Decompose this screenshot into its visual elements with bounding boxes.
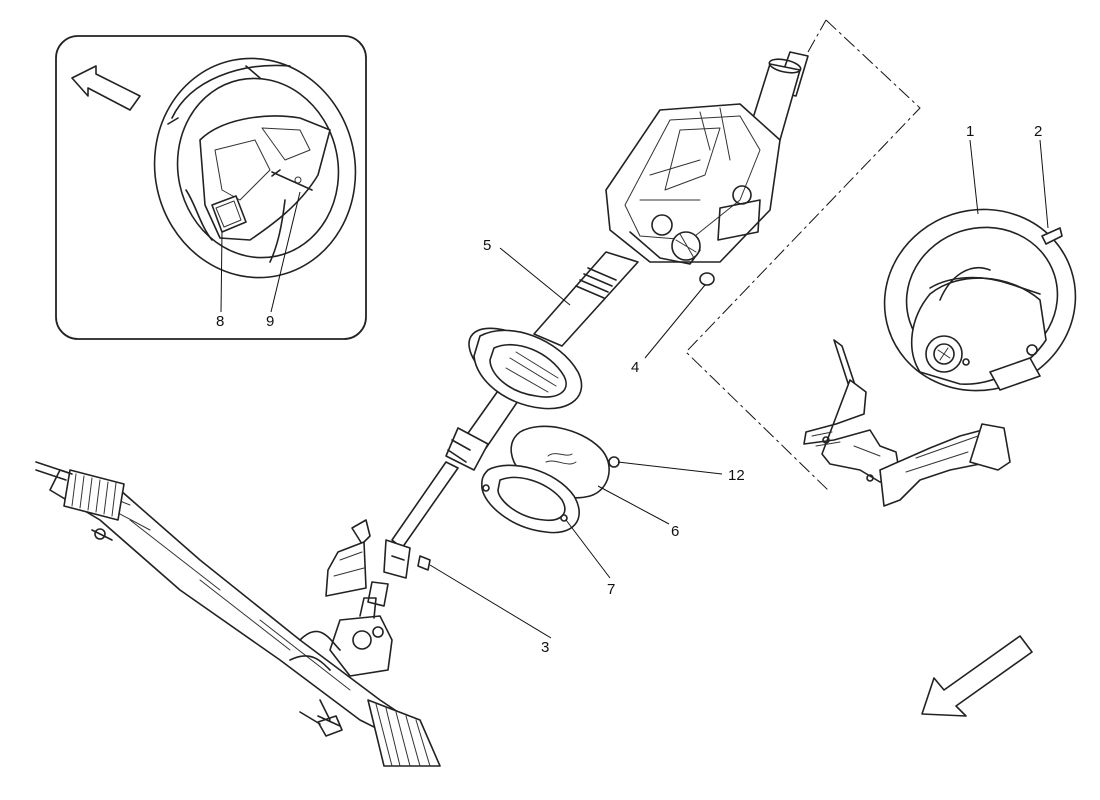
callout-4: 4 <box>631 359 639 376</box>
inset-panel: 8 9 <box>55 35 367 340</box>
callout-3: 3 <box>541 639 549 656</box>
inset-direction-arrow-icon <box>71 65 141 111</box>
callout-6: 6 <box>671 523 679 540</box>
nut-4 <box>699 272 715 286</box>
screw-12 <box>608 456 620 468</box>
callout-9: 9 <box>266 313 274 330</box>
screw-2 <box>1041 227 1063 245</box>
assembly-envelope <box>685 19 921 493</box>
paddle-shifter-bracket <box>803 339 1011 507</box>
column-trim-ring <box>473 329 583 410</box>
callout-7: 7 <box>607 581 615 598</box>
callout-12: 12 <box>728 467 745 484</box>
view-direction-arrow-icon <box>921 635 1033 717</box>
callout-2: 2 <box>1034 123 1042 140</box>
callout-8: 8 <box>216 313 224 330</box>
cover-7 <box>481 464 580 534</box>
callout-5: 5 <box>483 237 491 254</box>
intermediate-shaft <box>367 387 521 607</box>
bolt-3 <box>417 555 431 571</box>
callouts: 1 2 3 4 5 6 7 12 <box>429 123 1049 656</box>
steering-rack <box>35 461 441 767</box>
steering-wheel <box>883 208 1077 392</box>
boot-cover <box>325 519 371 597</box>
callout-1: 1 <box>966 123 974 140</box>
inset-steering-wheel <box>153 57 357 279</box>
